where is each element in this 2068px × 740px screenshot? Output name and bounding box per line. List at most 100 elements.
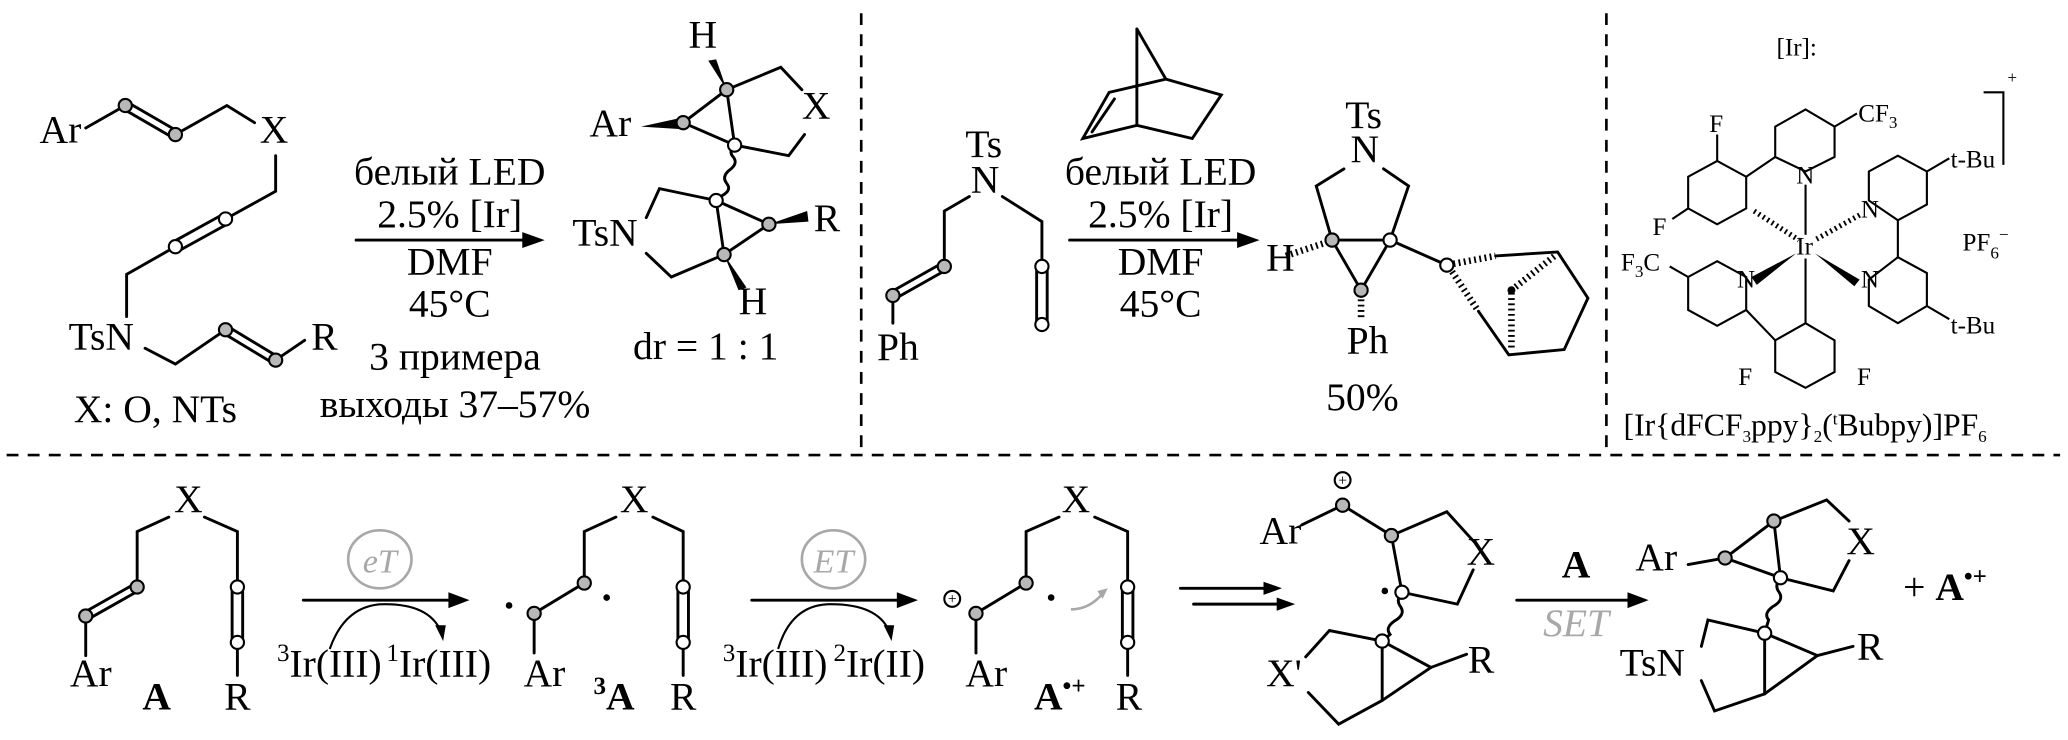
radical-dot <box>1047 594 1055 601</box>
atom-label-ar: Ar <box>1260 508 1302 552</box>
open-atom-dot <box>1394 584 1410 600</box>
condition-solvent: DMF <box>1118 239 1204 283</box>
atom-label-n: N <box>1737 267 1755 294</box>
arrowhead-icon <box>1237 232 1260 248</box>
filled-atom-dot <box>1334 497 1351 513</box>
arrowhead-icon <box>1627 592 1649 609</box>
radical-dot <box>603 594 610 601</box>
cation-circle-icon <box>943 589 962 608</box>
atom-label-f: F <box>1709 111 1723 138</box>
open-atom-dot <box>1119 634 1136 651</box>
arrowhead-icon <box>522 232 545 248</box>
radical-dot <box>1381 587 1389 595</box>
atom-label-ar: Ar <box>70 651 112 695</box>
singlet-iridium: 1Ir(III) <box>386 640 491 686</box>
filled-atom-dot <box>1353 282 1369 298</box>
arrowhead-icon <box>896 592 918 609</box>
atom-label-x: X <box>620 477 649 521</box>
atom-label-ph: Ph <box>1347 319 1389 363</box>
x-definition: X: O, NTs <box>74 387 237 431</box>
energy-transfer-label: eT <box>363 542 400 580</box>
open-atom-dot <box>1119 579 1136 595</box>
open-atom-dot <box>217 211 234 227</box>
scheme2-arrow: белый LED 2.5% [Ir] DMF 45°C <box>1065 150 1260 326</box>
atom-label-r: R <box>224 675 251 719</box>
filled-atom-dot <box>1018 575 1034 591</box>
diastereomeric-ratio: dr = 1 : 1 <box>633 324 778 368</box>
group-tbu: t-Bu <box>1951 147 1996 174</box>
open-atom-dot <box>675 579 691 595</box>
triplet-iridium: 3Ir(III) <box>723 640 828 686</box>
atom-label-f: F <box>1653 214 1667 241</box>
open-atom-dot <box>675 634 691 651</box>
filled-atom-dot <box>968 605 984 622</box>
open-atom-dot <box>726 137 743 153</box>
atom-label-tsn: TsN <box>69 315 134 359</box>
norbornene <box>1079 27 1224 141</box>
filled-atom-dot <box>526 605 542 622</box>
mechanism-radical-cation: + X Ar A•+ R <box>943 477 1143 719</box>
mechanism-triplet-3a: X Ar 3A R <box>505 477 697 719</box>
catalyst-label: [Ir]: <box>1777 34 1817 61</box>
atom-label-x: X <box>174 477 203 521</box>
separators <box>6 13 2061 457</box>
single-electron-transfer-label: SET <box>1543 601 1612 645</box>
atom-label-h: H <box>1266 235 1295 279</box>
condition-light: белый LED <box>354 150 545 194</box>
triplet-iridium: 3Ir(III) <box>277 640 382 686</box>
iridium-catalyst: [Ir]: <box>1621 34 2017 445</box>
counterion-pf6: PF6− <box>1962 225 2008 262</box>
atom-label-x: X <box>1846 519 1875 563</box>
filled-atom-dot <box>267 352 284 368</box>
atom-label-f: F <box>1857 364 1871 391</box>
scheme1-product: H Ar X TsN R H dr = 1 : 1 <box>572 12 840 367</box>
atom-label-h: H <box>739 279 768 323</box>
open-atom-dot <box>1034 258 1050 275</box>
filled-atom-dot <box>576 575 592 591</box>
cation-sign: + <box>948 591 957 608</box>
electron-transfer-arrow: ET 3Ir(III) 2Ir(II) <box>723 528 925 686</box>
multistep-arrow <box>1178 581 1296 611</box>
atom-label-h: H <box>688 12 717 56</box>
mechanism-intermediate: + Ar X X' R <box>1260 471 1495 726</box>
open-atom-dot <box>1374 633 1390 649</box>
filled-atom-dot <box>117 97 133 114</box>
mechanism-substrate-a: X Ar A R <box>70 477 251 719</box>
atom-label-x: X <box>1062 477 1091 521</box>
condition-light: белый LED <box>1065 150 1256 194</box>
atom-label-r: R <box>814 196 841 240</box>
regenerated-radical-cation: + A•+ <box>1903 563 1987 609</box>
filled-atom-dot <box>1766 513 1782 529</box>
arrowhead-icon <box>448 592 470 609</box>
scheme1-arrow: белый LED 2.5% [Ir] DMF 45°C 3 примера в… <box>320 150 591 426</box>
compound-label-a-radical-cation: A•+ <box>1034 673 1086 719</box>
atom-label-ar: Ar <box>1635 535 1677 579</box>
atom-label-ar: Ar <box>590 101 632 145</box>
catalyst-formula: [Ir{dFCF3ppy}2(tBubpy)]PF6 <box>1624 407 1988 446</box>
atom-label-n: N <box>1796 162 1814 189</box>
compound-label-a: A <box>142 675 171 719</box>
atom-label-ir: Ir <box>1796 234 1813 261</box>
filled-atom-dot <box>1383 527 1400 544</box>
condition-solvent: DMF <box>407 239 493 283</box>
atom-label-x-prime: X' <box>1266 651 1302 695</box>
atom-label-n: N <box>971 158 1000 202</box>
open-atom-dot <box>1757 625 1773 641</box>
condition-catalyst: 2.5% [Ir] <box>1088 192 1233 236</box>
atom-label-ar: Ar <box>40 107 82 151</box>
open-atom-dot <box>229 579 246 595</box>
filled-atom-dot <box>716 246 732 263</box>
atom-label-r: R <box>670 675 697 719</box>
condition-temperature: 45°C <box>409 282 491 326</box>
set-arrow: A SET <box>1515 543 1649 645</box>
filled-atom-dot <box>936 258 952 275</box>
open-atom-dot <box>167 239 184 255</box>
examples-count: 3 примера <box>369 334 541 378</box>
filled-atom-dot <box>217 322 234 338</box>
atom-label-ph: Ph <box>877 325 919 369</box>
filled-atom-dot <box>675 115 691 131</box>
atom-label-r: R <box>1116 675 1143 719</box>
filled-atom-dot <box>1324 232 1340 248</box>
filled-atom-dot <box>129 579 145 595</box>
